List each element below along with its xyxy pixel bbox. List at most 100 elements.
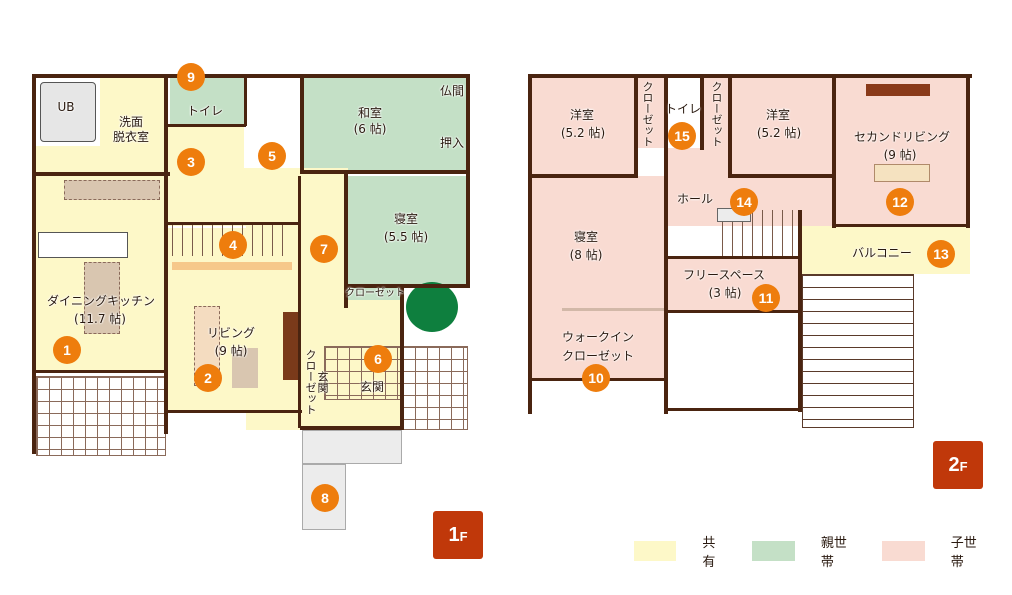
kitchen-counter-icon [64, 180, 160, 200]
room-label-ub: UB [57, 100, 75, 114]
floor-number: 2 [948, 454, 960, 476]
badge-2[interactable]: 2 [194, 364, 222, 392]
porch-tiles [402, 346, 468, 430]
room-free-space [666, 258, 800, 310]
kitchen-sink-icon [38, 232, 128, 258]
wall [168, 410, 302, 413]
wall [168, 222, 300, 225]
room-label-butsuma: 仏間 [439, 84, 464, 98]
badge-7[interactable]: 7 [310, 235, 338, 263]
wall [300, 426, 404, 430]
tree-icon [406, 282, 458, 332]
wall [32, 172, 170, 176]
wall [36, 370, 166, 373]
room-label-free-space: フリースペース [683, 268, 765, 282]
badge-13[interactable]: 13 [927, 240, 955, 268]
badge-4[interactable]: 4 [219, 231, 247, 259]
wall [300, 74, 304, 174]
badge-15[interactable]: 15 [668, 122, 696, 150]
legend-label: 子世帯 [950, 536, 977, 570]
room-size-western-left: (5.2 帖) [560, 126, 606, 140]
wall [532, 174, 636, 178]
stair-landing [172, 262, 292, 270]
room-bedroom-2f [532, 176, 666, 380]
room-label-closet-right: クローゼット [710, 81, 723, 147]
wall [528, 74, 532, 414]
sliding-partition [562, 308, 664, 311]
legend-swatch-shared [634, 541, 677, 561]
room-label-dining: ダイニングキッチン [46, 294, 155, 308]
room-label-closet: クローゼット [345, 288, 405, 299]
floor-tag-2f: 2F [933, 441, 983, 489]
wall [666, 256, 800, 259]
bathtub-icon [40, 82, 96, 142]
badge-3[interactable]: 3 [177, 148, 205, 176]
badge-10[interactable]: 10 [582, 364, 610, 392]
room-washitsu [302, 78, 468, 172]
room-label-washroom: 洗面 脱衣室 [112, 115, 149, 144]
wall [528, 74, 972, 78]
floor-tag-1f: 1F [433, 511, 483, 559]
room-size-free-space: (3 帖) [708, 286, 742, 300]
floor-suffix: F [459, 529, 468, 544]
wall [300, 74, 470, 78]
wall [832, 74, 836, 228]
wall [832, 224, 970, 227]
wall [298, 176, 301, 428]
room-label-living: リビング [206, 326, 255, 340]
wall [400, 284, 404, 430]
wall [634, 74, 638, 178]
room-label-oshiire: 押入 [439, 136, 464, 150]
room-size-second-living: (9 帖) [883, 148, 917, 162]
room-size-washitsu: (6 帖) [353, 122, 387, 136]
room-label-entrance-closet: 玄関 クローゼット [304, 349, 329, 415]
wall [666, 310, 800, 313]
room-size-bedroom-1f: (5.5 帖) [383, 230, 429, 244]
wall [164, 74, 168, 434]
badge-9[interactable]: 9 [177, 63, 205, 91]
room-closet-right [702, 78, 730, 148]
wall [798, 210, 802, 412]
wall [730, 174, 834, 178]
wall [666, 408, 800, 411]
room-label-toilet-2f: トイレ [664, 102, 701, 116]
wall [466, 74, 470, 286]
wall [344, 174, 348, 308]
wall [166, 124, 246, 127]
sofa-icon [874, 164, 930, 182]
terrace-tiles [36, 376, 166, 456]
room-closet-left [636, 78, 666, 148]
floor-number: 1 [448, 524, 460, 546]
wall [32, 74, 36, 454]
room-label-second-living: セカンドリビング [853, 130, 950, 144]
floor-suffix: F [959, 459, 968, 474]
room-size-western-right: (5.2 帖) [756, 126, 802, 140]
badge-6[interactable]: 6 [364, 345, 392, 373]
wall [966, 74, 970, 228]
legend-label: 親世帯 [820, 536, 847, 570]
room-label-hall: ホール [676, 192, 713, 206]
wall [728, 74, 732, 178]
legend-item-child: 子世帯 [882, 532, 984, 570]
room-label-entrance: 玄関 [359, 380, 384, 394]
badge-1[interactable]: 1 [53, 336, 81, 364]
badge-12[interactable]: 12 [886, 188, 914, 216]
badge-14[interactable]: 14 [730, 188, 758, 216]
badge-5[interactable]: 5 [258, 142, 286, 170]
coffee-table-icon [232, 348, 258, 388]
legend: 共有 親世帯 子世帯 [634, 536, 1012, 570]
roof-deck [802, 274, 914, 428]
room-washroom [100, 78, 166, 146]
badge-8[interactable]: 8 [311, 484, 339, 512]
legend-swatch-child [882, 541, 925, 561]
room-utility [36, 146, 166, 176]
room-label-washitsu: 和室 [357, 106, 382, 120]
legend-item-parent: 親世帯 [752, 532, 854, 570]
wall [700, 74, 704, 150]
badge-11[interactable]: 11 [752, 284, 780, 312]
dining-table-icon [84, 262, 120, 334]
room-size-bedroom-2f: (8 帖) [569, 248, 603, 262]
room-label-bedroom-1f: 寝室 [393, 212, 418, 226]
room-label-bedroom-2f: 寝室 [573, 230, 598, 244]
room-western-left [532, 78, 636, 176]
